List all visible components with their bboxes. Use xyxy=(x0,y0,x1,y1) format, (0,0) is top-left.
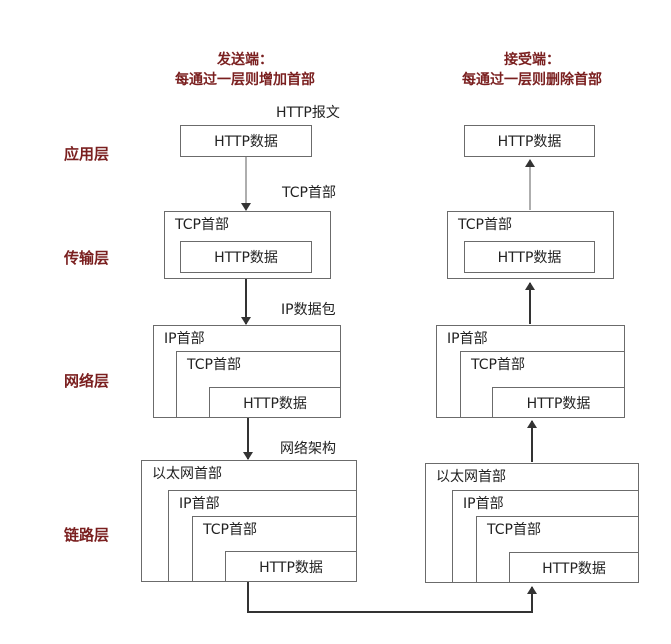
annotation-ip-packet: IP数据包 xyxy=(281,302,336,318)
annotation-network-frame: 网络架构 xyxy=(280,441,336,457)
receiver-app-http-data: HTTP数据 xyxy=(464,125,595,157)
annotation-tcp-header: TCP首部 xyxy=(282,185,336,201)
annotation-http-message: HTTP报文 xyxy=(276,105,340,121)
block-label: HTTP数据 xyxy=(243,395,307,412)
sender-app-http-data: HTTP数据 xyxy=(180,125,312,157)
receiver-transport-http-data: HTTP数据 xyxy=(464,241,595,273)
block-label: TCP首部 xyxy=(175,217,229,233)
block-label: TCP首部 xyxy=(203,522,257,538)
sender-header: 发送端： 每通过一层则增加首部 xyxy=(150,50,340,90)
block-label: TCP首部 xyxy=(487,522,541,538)
block-label: IP首部 xyxy=(447,331,488,347)
receiver-title: 接受端： xyxy=(504,52,560,68)
layer-label-application: 应用层 xyxy=(64,145,110,163)
layer-label-transport: 传输层 xyxy=(64,249,110,267)
block-label: IP首部 xyxy=(179,496,220,512)
arrow-physical-link xyxy=(247,582,537,613)
block-label: HTTP数据 xyxy=(542,560,606,577)
sender-link-http-data: HTTP数据 xyxy=(225,551,357,582)
block-label: HTTP数据 xyxy=(214,250,278,266)
receiver-header: 接受端： 每通过一层则删除首部 xyxy=(437,50,627,90)
block-label: HTTP数据 xyxy=(526,395,591,412)
block-label: HTTP数据 xyxy=(259,559,323,576)
block-label: IP首部 xyxy=(463,496,504,512)
block-label: IP首部 xyxy=(164,331,205,347)
block-label: HTTP数据 xyxy=(497,134,562,150)
block-label: HTTP数据 xyxy=(497,250,562,266)
block-label: TCP首部 xyxy=(471,357,525,373)
sender-transport-http-data: HTTP数据 xyxy=(180,241,312,273)
block-label: TCP首部 xyxy=(458,217,512,233)
sender-network-http-data: HTTP数据 xyxy=(209,387,341,418)
sender-description: 每通过一层则增加首部 xyxy=(175,72,315,88)
receiver-description: 每通过一层则删除首部 xyxy=(462,72,602,88)
receiver-network-http-data: HTTP数据 xyxy=(492,387,625,418)
layer-label-network: 网络层 xyxy=(64,372,110,390)
receiver-link-http-data: HTTP数据 xyxy=(509,552,639,583)
block-label: 以太网首部 xyxy=(436,469,506,485)
block-label: TCP首部 xyxy=(187,357,241,373)
layer-label-link: 链路层 xyxy=(64,526,110,544)
block-label: HTTP数据 xyxy=(214,134,278,150)
sender-title: 发送端： xyxy=(217,52,273,68)
block-label: 以太网首部 xyxy=(152,466,222,482)
